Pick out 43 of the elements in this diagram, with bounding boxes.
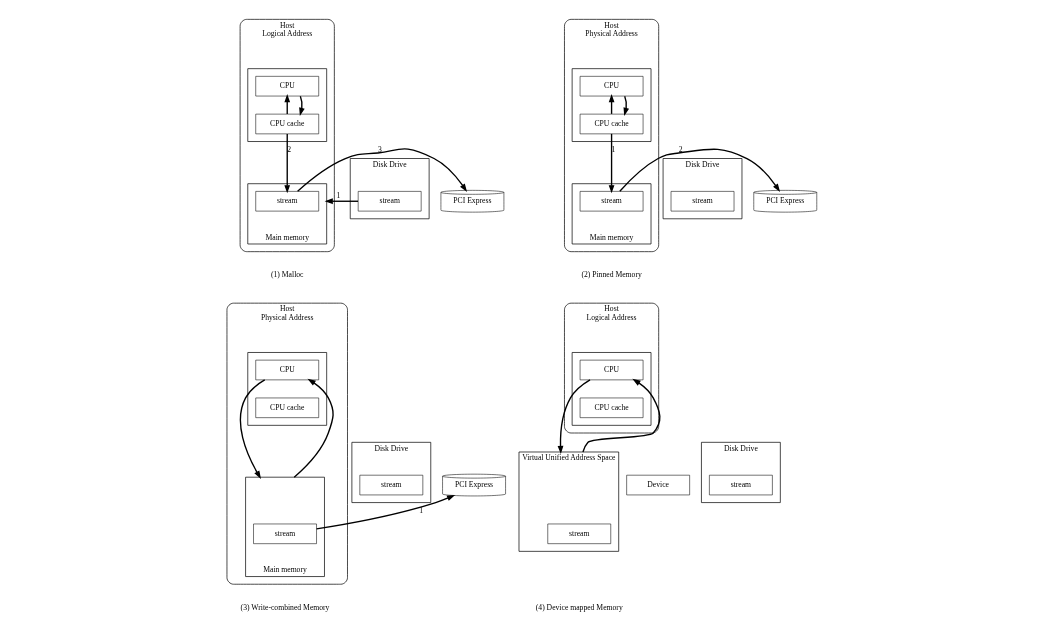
arrow xyxy=(299,95,305,116)
edge-label: 3 xyxy=(377,145,382,155)
node-box: stream xyxy=(547,523,612,544)
node-box: stream xyxy=(579,191,644,212)
node-box: CPU cache xyxy=(255,397,319,418)
node-box: CPU cache xyxy=(579,397,644,418)
cluster xyxy=(247,352,328,426)
node-box: CPU xyxy=(255,76,319,97)
node-box: CPU xyxy=(255,359,319,381)
arrow xyxy=(296,148,468,192)
node-box: CPU xyxy=(579,359,644,381)
edge-label: 2 xyxy=(287,145,292,155)
arrow xyxy=(623,95,630,116)
cluster xyxy=(571,68,652,142)
edge-label: 1 xyxy=(336,190,341,200)
label: (4) Device mapped Memory xyxy=(535,602,623,612)
node-box: stream xyxy=(670,191,735,212)
node-box: stream xyxy=(255,191,319,212)
arrow xyxy=(293,378,334,478)
arrow xyxy=(619,148,781,193)
node-box: CPU xyxy=(579,76,644,97)
arrow xyxy=(284,133,291,194)
edge-label: 1 xyxy=(611,145,616,155)
arrow xyxy=(239,379,266,479)
arrow xyxy=(315,494,456,530)
label: (1) Malloc xyxy=(270,270,304,280)
cluster xyxy=(571,352,652,426)
label: (3) Write-combined Memory xyxy=(240,602,330,612)
node-box: CPU cache xyxy=(255,113,319,135)
node-box: stream xyxy=(253,523,317,544)
node-box: Device xyxy=(626,474,690,496)
edge-label: 1 xyxy=(419,506,424,516)
arrow xyxy=(557,379,591,455)
arrow xyxy=(608,133,615,194)
arrow xyxy=(582,378,661,453)
cluster xyxy=(247,68,328,142)
node-box: CPU cache xyxy=(579,113,644,135)
label: (2) Pinned Memory xyxy=(581,270,642,280)
node-box: stream xyxy=(359,474,424,496)
node-box: stream xyxy=(709,474,773,496)
node-box: stream xyxy=(357,191,422,212)
edge-label: 2 xyxy=(678,145,683,155)
arrow xyxy=(324,198,359,205)
